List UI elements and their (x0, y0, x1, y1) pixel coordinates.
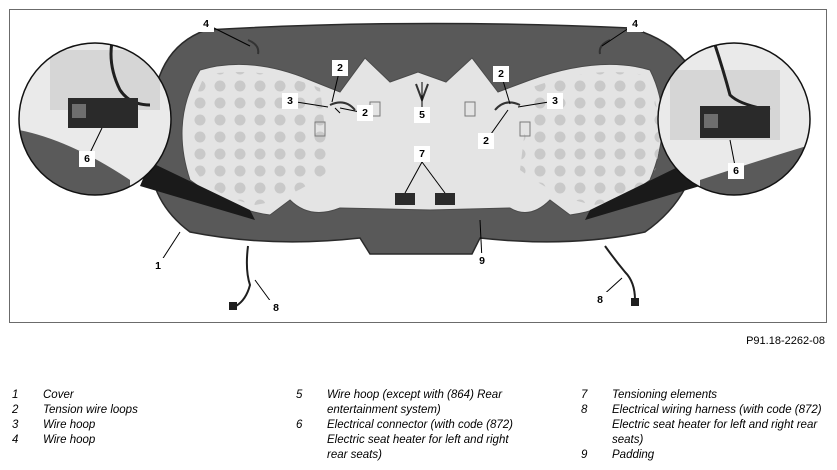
legend-number: 5 (296, 389, 303, 401)
legend-number: 9 (581, 449, 588, 461)
legend-text: Electrical wiring harness (with code (87… (612, 404, 822, 446)
callout-4: 4 (198, 16, 214, 32)
slot (464, 101, 476, 117)
svg-text:3: 3 (287, 95, 293, 107)
svg-text:5: 5 (419, 109, 425, 121)
legend-text: Wire hoop (except with (864) Rear entert… (327, 389, 503, 416)
svg-text:9: 9 (479, 255, 485, 267)
callout-2: 2 (357, 105, 373, 121)
legend-text: Wire hoop (43, 434, 96, 446)
callout-2: 2 (332, 60, 348, 76)
wire-hoop (494, 101, 521, 111)
callout-2: 2 (493, 66, 509, 82)
legend-item: 4 Wire hoop (12, 433, 138, 448)
legend-number: 3 (12, 419, 19, 431)
callout-7: 7 (414, 146, 430, 162)
callout-2: 2 (478, 133, 494, 149)
slot (519, 121, 531, 137)
detail-magnifier-right (585, 42, 811, 220)
legend-item: 2 Tension wire loops (12, 403, 138, 418)
svg-text:4: 4 (203, 18, 209, 30)
legend-number: 7 (581, 389, 588, 401)
callout-1: 1 (150, 258, 166, 274)
svg-text:2: 2 (483, 135, 489, 147)
legend-item: 7 Tensioning elements (581, 388, 827, 403)
legend-text: Padding (612, 449, 655, 461)
technical-illustration: 1 2 2 2 2 3 3 4 4 5 6 6 7 8 8 9 (9, 9, 827, 323)
wire-hoop (329, 101, 356, 111)
svg-text:6: 6 (84, 153, 90, 165)
wire-hoop (247, 39, 260, 55)
legend-number: 4 (12, 434, 19, 446)
svg-text:8: 8 (597, 294, 603, 306)
wiring-harness (235, 245, 252, 307)
legend-number: 2 (12, 404, 19, 416)
legend-text: Tension wire loops (43, 404, 138, 416)
tensioning-element (435, 193, 455, 205)
legend-text: Cover (43, 389, 74, 401)
harness-connector (631, 298, 639, 306)
svg-text:2: 2 (362, 107, 368, 119)
svg-text:7: 7 (419, 148, 425, 160)
legend-column-3: 7 Tensioning elements 8 Electrical wiring … (581, 388, 827, 463)
seat-backrest-diagram: 1 2 2 2 2 3 3 4 4 5 6 6 7 8 8 9 (18, 16, 811, 316)
callout-6: 6 (728, 163, 744, 179)
wire-hoop (598, 39, 611, 55)
legend-column-2: 5 Wire hoop (except with (864) Rear enter… (296, 388, 527, 463)
svg-text:4: 4 (632, 18, 638, 30)
svg-text:3: 3 (552, 95, 558, 107)
legend-text: Tensioning elements (612, 389, 718, 401)
figure-code: P91.18-2262-08 (746, 335, 825, 347)
callout-8: 8 (592, 292, 608, 308)
callout-3: 3 (282, 93, 298, 109)
legend-text: Wire hoop (43, 419, 96, 431)
legend-item: 6 Electrical connector (with code (872) E… (296, 418, 527, 463)
svg-text:6: 6 (733, 165, 739, 177)
legend-item: 3 Wire hoop (12, 418, 138, 433)
legend-item: 5 Wire hoop (except with (864) Rear enter… (296, 388, 527, 418)
legend-number: 6 (296, 419, 303, 431)
tensioning-element (395, 193, 415, 205)
legend-item: 9 Padding (581, 448, 827, 463)
svg-text:2: 2 (337, 62, 343, 74)
legend-text: Electrical connector (with code (872) El… (327, 419, 513, 461)
svg-text:8: 8 (273, 302, 279, 314)
detail-magnifier-left (18, 42, 255, 220)
wiring-harness (604, 245, 636, 301)
svg-text:1: 1 (155, 260, 161, 272)
callout-8: 8 (268, 300, 284, 316)
slot (314, 121, 326, 137)
callout-3: 3 (547, 93, 563, 109)
callout-6: 6 (79, 151, 95, 167)
harness-connector (229, 302, 237, 310)
svg-text:2: 2 (498, 68, 504, 80)
callout-4: 4 (627, 16, 643, 32)
legend-number: 1 (12, 389, 19, 401)
legend-number: 8 (581, 404, 588, 416)
callout-9: 9 (474, 253, 490, 269)
legend-item: 8 Electrical wiring harness (with code (8… (581, 403, 827, 448)
legend-item: 1 Cover (12, 388, 138, 403)
callout-5: 5 (414, 107, 430, 123)
